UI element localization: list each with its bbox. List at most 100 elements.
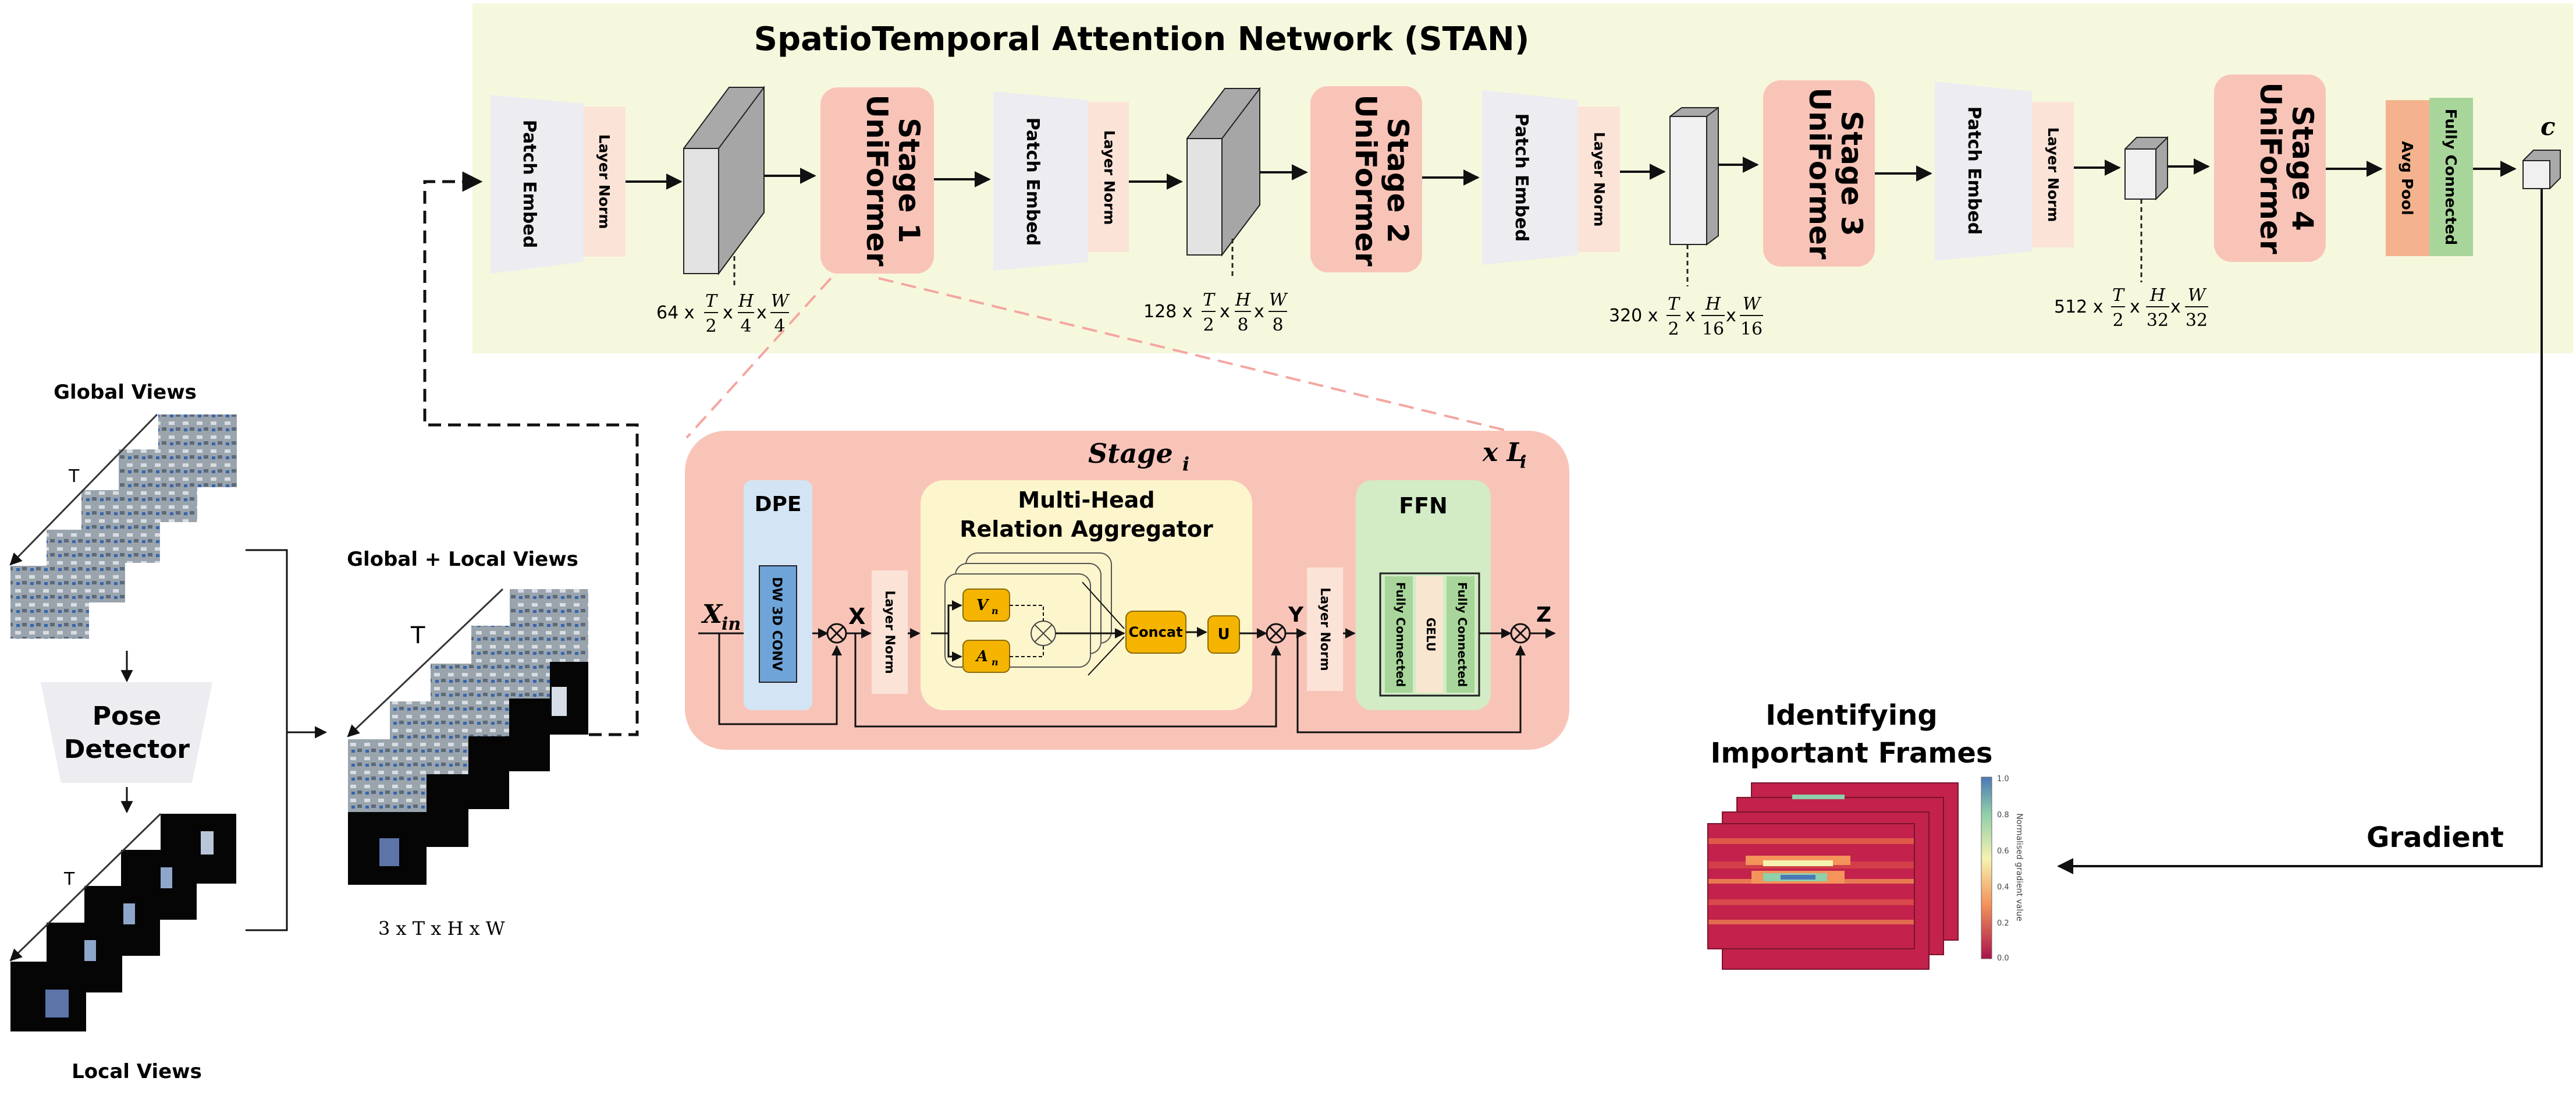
patch-embed-4: Patch Embed bbox=[1935, 81, 2032, 261]
u-block bbox=[1207, 615, 1240, 654]
svg-text:H: H bbox=[1235, 290, 1251, 310]
global-t-label: T bbox=[68, 466, 80, 487]
combined-views-label: Global + Local Views bbox=[347, 548, 578, 571]
svg-text:W: W bbox=[1743, 294, 1762, 314]
feature-map-3 bbox=[1669, 107, 1719, 246]
svg-text:n: n bbox=[992, 605, 999, 616]
patch-embed-1: Patch Embed bbox=[491, 95, 584, 274]
x-in-label: X bbox=[701, 600, 723, 629]
layer-norm-4: Layer Norm bbox=[2032, 102, 2074, 247]
svg-text:0.4: 0.4 bbox=[1997, 883, 2009, 892]
svg-text:2: 2 bbox=[705, 316, 716, 336]
svg-text:x: x bbox=[1220, 302, 1230, 322]
mhra-block: Multi-Head Relation Aggregator V n A n C… bbox=[921, 480, 1252, 710]
svg-text:DPE: DPE bbox=[755, 492, 802, 516]
combined-view-frames bbox=[348, 589, 588, 885]
svg-text:DW 3D CONV: DW 3D CONV bbox=[769, 577, 784, 671]
uniformer-stage-1: UniFormer Stage 1 bbox=[820, 87, 934, 274]
svg-text:UniFormer: UniFormer bbox=[2254, 82, 2287, 254]
svg-text:2: 2 bbox=[1668, 319, 1679, 339]
important-frames-title-line1: Identifying bbox=[1765, 699, 1938, 732]
gradient-heatmaps bbox=[1707, 782, 1959, 970]
svg-text:Fully Connected: Fully Connected bbox=[2442, 109, 2459, 245]
svg-text:x: x bbox=[2170, 297, 2181, 317]
uniformer-stage-4: UniFormer Stage 4 bbox=[2214, 75, 2326, 262]
svg-text:x: x bbox=[756, 303, 767, 323]
svg-text:Layer Norm: Layer Norm bbox=[882, 590, 897, 673]
svg-text:T: T bbox=[1203, 290, 1216, 310]
dims-stage-2: 128 x T 2 x H 8 x W 8 bbox=[1143, 290, 1288, 335]
svg-text:U: U bbox=[1217, 626, 1230, 643]
svg-text:Stage 3: Stage 3 bbox=[1835, 111, 1868, 236]
svg-text:in: in bbox=[722, 614, 741, 634]
svg-text:1.0: 1.0 bbox=[1997, 775, 2009, 784]
z-label: Z bbox=[1536, 603, 1551, 627]
svg-text:16: 16 bbox=[1740, 319, 1763, 339]
x-label: X bbox=[848, 604, 865, 629]
svg-text:UniFormer: UniFormer bbox=[1349, 94, 1383, 266]
ffn-block: FFN Fully Connected GELU Fully Connected bbox=[1356, 480, 1491, 710]
svg-text:W: W bbox=[1269, 290, 1288, 310]
feature-map-1 bbox=[683, 85, 765, 276]
stan-title: SpatioTemporal Attention Network (STAN) bbox=[754, 20, 1530, 58]
svg-text:W: W bbox=[771, 291, 790, 311]
output-class-label: c bbox=[2541, 112, 2556, 141]
svg-text:Avg Pool: Avg Pool bbox=[2398, 141, 2415, 215]
svg-text:Layer Norm: Layer Norm bbox=[2045, 127, 2062, 222]
svg-text:Stage 2: Stage 2 bbox=[1381, 118, 1415, 243]
svg-text:0.6: 0.6 bbox=[1997, 847, 2009, 856]
svg-text:W: W bbox=[2188, 285, 2207, 306]
svg-text:Layer Norm: Layer Norm bbox=[1317, 587, 1332, 671]
svg-text:T: T bbox=[1668, 294, 1680, 314]
dims-stage-1: 64 x T 2 x H 4 x W 4 bbox=[656, 291, 790, 336]
svg-text:0.2: 0.2 bbox=[1997, 919, 2009, 928]
local-views-label: Local Views bbox=[72, 1060, 202, 1083]
svg-text:Stage 1: Stage 1 bbox=[892, 118, 926, 243]
output-cube bbox=[2522, 150, 2561, 189]
patch-embed-2: Patch Embed bbox=[993, 91, 1088, 271]
local-t-label: T bbox=[63, 869, 75, 889]
feature-map-4 bbox=[2124, 136, 2168, 201]
avg-pool-block: Avg Pool bbox=[2386, 100, 2429, 256]
svg-text:32: 32 bbox=[2186, 310, 2208, 331]
layer-norm-3: Layer Norm bbox=[1578, 107, 1620, 252]
combined-t-label: T bbox=[410, 622, 425, 649]
svg-text:x: x bbox=[2130, 297, 2140, 317]
svg-text:2: 2 bbox=[1203, 315, 1214, 335]
local-view-frames bbox=[10, 814, 236, 1031]
svg-text:A: A bbox=[975, 648, 988, 665]
svg-text:Patch Embed: Patch Embed bbox=[1022, 118, 1043, 246]
svg-text:H: H bbox=[2149, 285, 2166, 306]
svg-text:Patch Embed: Patch Embed bbox=[1964, 107, 1984, 235]
svg-text:Patch Embed: Patch Embed bbox=[519, 120, 539, 248]
svg-text:Pose: Pose bbox=[93, 701, 162, 731]
stage-layer-norm-1: Layer Norm bbox=[872, 570, 908, 694]
svg-text:FFN: FFN bbox=[1399, 493, 1448, 519]
svg-text:T: T bbox=[2112, 285, 2125, 306]
svg-text:Stage 4: Stage 4 bbox=[2286, 105, 2319, 231]
pose-detector: Pose Detector bbox=[41, 682, 212, 783]
svg-text:x L: x L bbox=[1482, 438, 1525, 467]
feature-map-2 bbox=[1186, 87, 1260, 257]
combined-dims-label: 3 x T x H x W bbox=[378, 917, 505, 940]
svg-text:H: H bbox=[738, 291, 754, 311]
svg-text:x: x bbox=[1685, 306, 1696, 326]
svg-text:Stage: Stage bbox=[1088, 438, 1173, 469]
svg-text:x: x bbox=[1254, 302, 1264, 322]
y-label: Y bbox=[1288, 603, 1304, 627]
svg-text:512 x: 512 x bbox=[2054, 297, 2104, 317]
patch-embed-3: Patch Embed bbox=[1482, 90, 1578, 265]
global-view-frames bbox=[10, 414, 237, 639]
svg-text:Fully Connected: Fully Connected bbox=[1455, 582, 1469, 687]
svg-text:2: 2 bbox=[2112, 310, 2123, 331]
svg-text:i: i bbox=[1182, 453, 1189, 475]
svg-text:0.0: 0.0 bbox=[1997, 954, 2009, 963]
svg-text:UniFormer: UniFormer bbox=[1803, 87, 1836, 259]
gradient-path bbox=[2057, 189, 2543, 874]
svg-text:64 x: 64 x bbox=[656, 303, 694, 323]
svg-text:T: T bbox=[705, 291, 718, 311]
svg-text:GELU: GELU bbox=[1424, 618, 1438, 651]
colorbar: 1.0 0.8 0.6 0.4 0.2 0.0 Normalised gradi… bbox=[1981, 775, 2024, 963]
